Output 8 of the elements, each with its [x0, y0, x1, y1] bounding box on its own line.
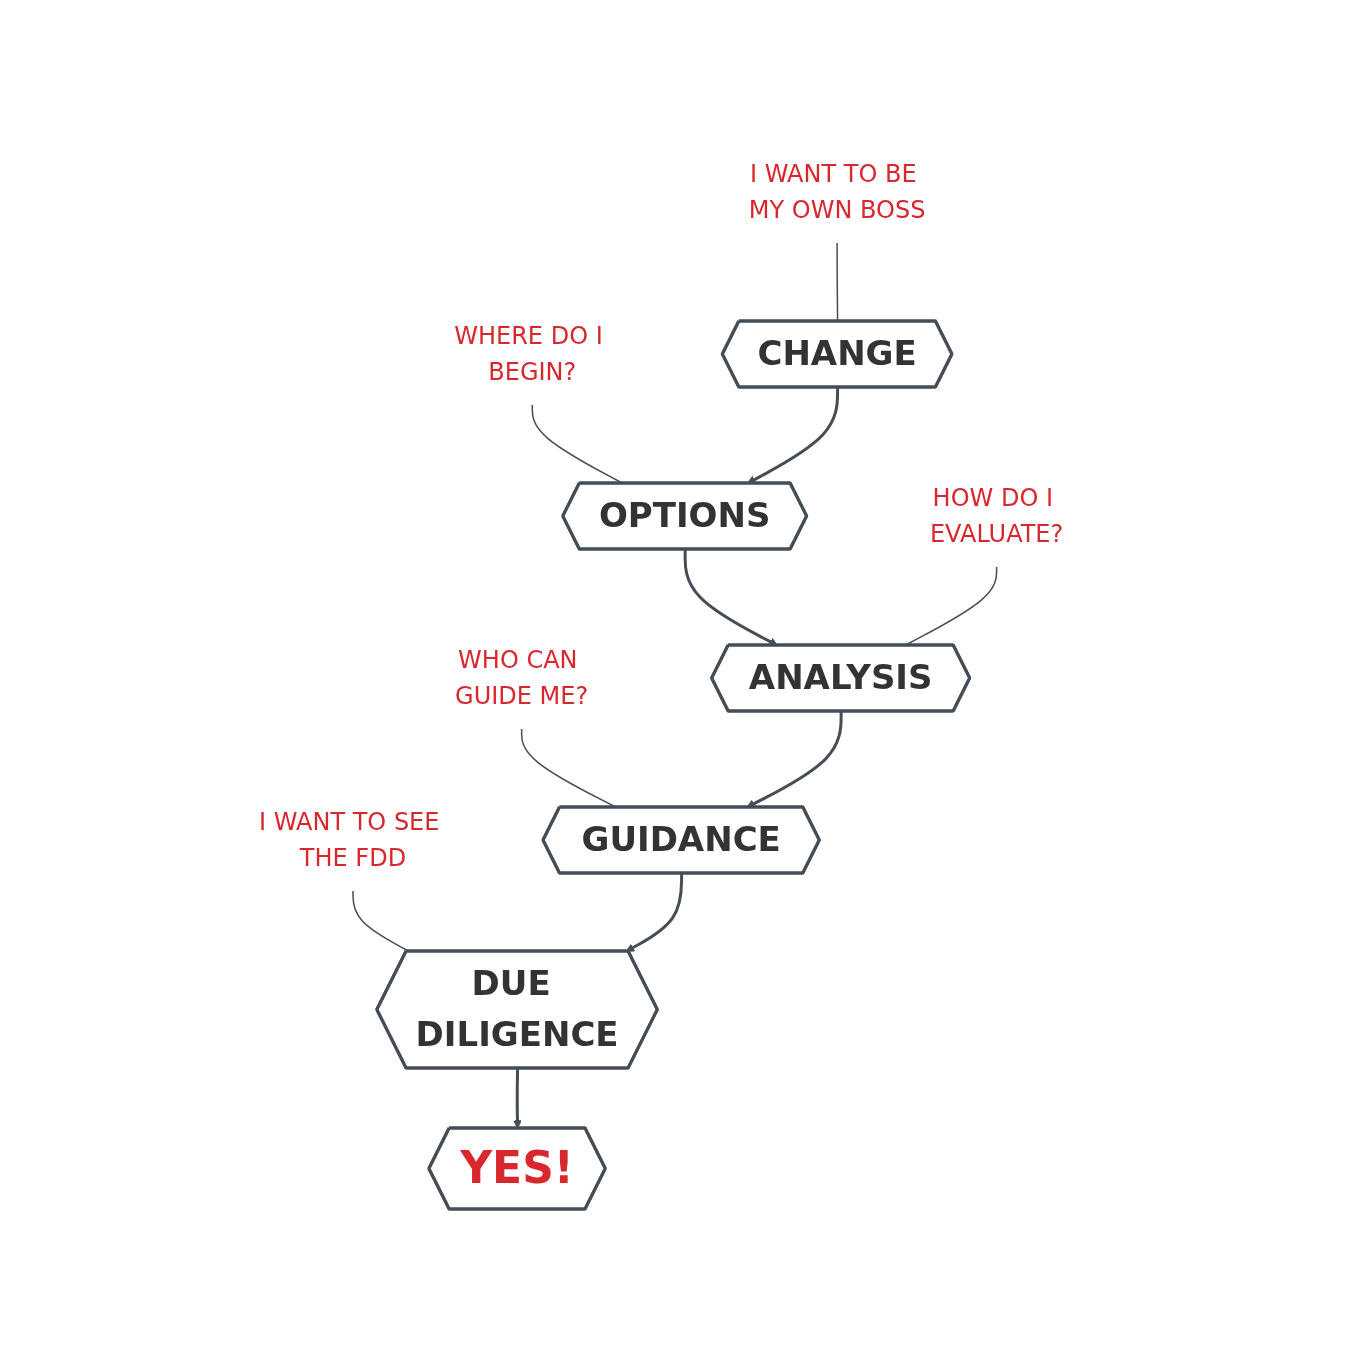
- node-text: WHO CAN GUIDE ME?: [454, 646, 588, 710]
- node-text: I WANT TO BE MY OWN BOSS: [748, 160, 926, 225]
- node-text: WHERE DO I BEGIN?: [453, 322, 603, 387]
- node-text: HOW DO I EVALUATE?: [929, 484, 1063, 548]
- arrow: [625, 873, 683, 952]
- arrow: [746, 387, 839, 484]
- node-text: I WANT TO SEE THE FDD: [258, 808, 440, 872]
- arrow: [683, 549, 778, 646]
